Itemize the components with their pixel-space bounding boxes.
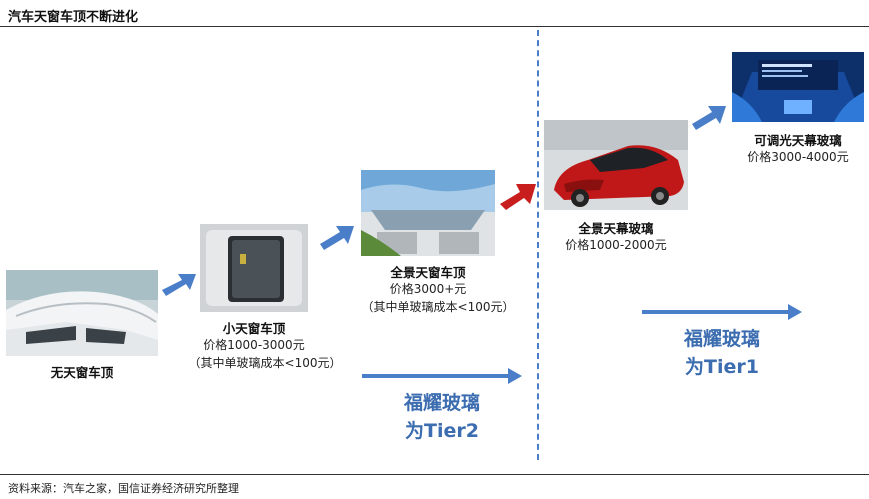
small-sunroof-image [200, 224, 308, 312]
dimmable-glass-roof-image [732, 52, 864, 122]
arrow-red [500, 184, 536, 210]
stage-label-panoramic-glass-roof: 全景天幕玻璃 [578, 221, 654, 236]
stage-note-panoramic-sunroof: （其中单玻璃成本<100元） [361, 300, 515, 314]
tier-divider [537, 30, 539, 460]
tier2-arrow [362, 368, 522, 384]
stage-price-panoramic-glass-roof: 价格1000-2000元 [565, 238, 667, 252]
stage-note-small-sunroof: （其中单玻璃成本<100元） [188, 356, 342, 370]
stage-price-panoramic-sunroof: 价格3000+元 [389, 282, 467, 296]
stage-price-small-sunroof: 价格1000-3000元 [203, 338, 305, 352]
panoramic-roof-car-image [544, 120, 688, 210]
tier1-arrow [642, 304, 802, 320]
arrow-4 [692, 106, 726, 130]
arrow-2 [320, 226, 354, 250]
stage-label-small-sunroof: 小天窗车顶 [222, 321, 286, 336]
tier1-line2: 为Tier1 [685, 356, 759, 378]
stage-label-panoramic-sunroof: 全景天窗车顶 [390, 265, 466, 280]
panoramic-sunroof-image [361, 170, 495, 256]
top-divider [0, 26, 869, 27]
tier2-line2: 为Tier2 [405, 420, 479, 442]
arrow-1 [162, 274, 196, 296]
bottom-divider [0, 474, 869, 475]
stage-label-dimmable-glass-roof: 可调光天幕玻璃 [754, 133, 842, 148]
tier2-line1: 福耀玻璃 [403, 392, 480, 414]
source-note: 资料来源：汽车之家，国信证券经济研究所整理 [8, 482, 239, 495]
page-title: 汽车天窗车顶不断进化 [8, 10, 139, 25]
tier1-line1: 福耀玻璃 [683, 328, 760, 350]
stage-price-dimmable-glass-roof: 价格3000-4000元 [747, 150, 849, 164]
stage-label-no-sunroof: 无天窗车顶 [50, 365, 114, 380]
no-sunroof-car-image [6, 270, 158, 356]
